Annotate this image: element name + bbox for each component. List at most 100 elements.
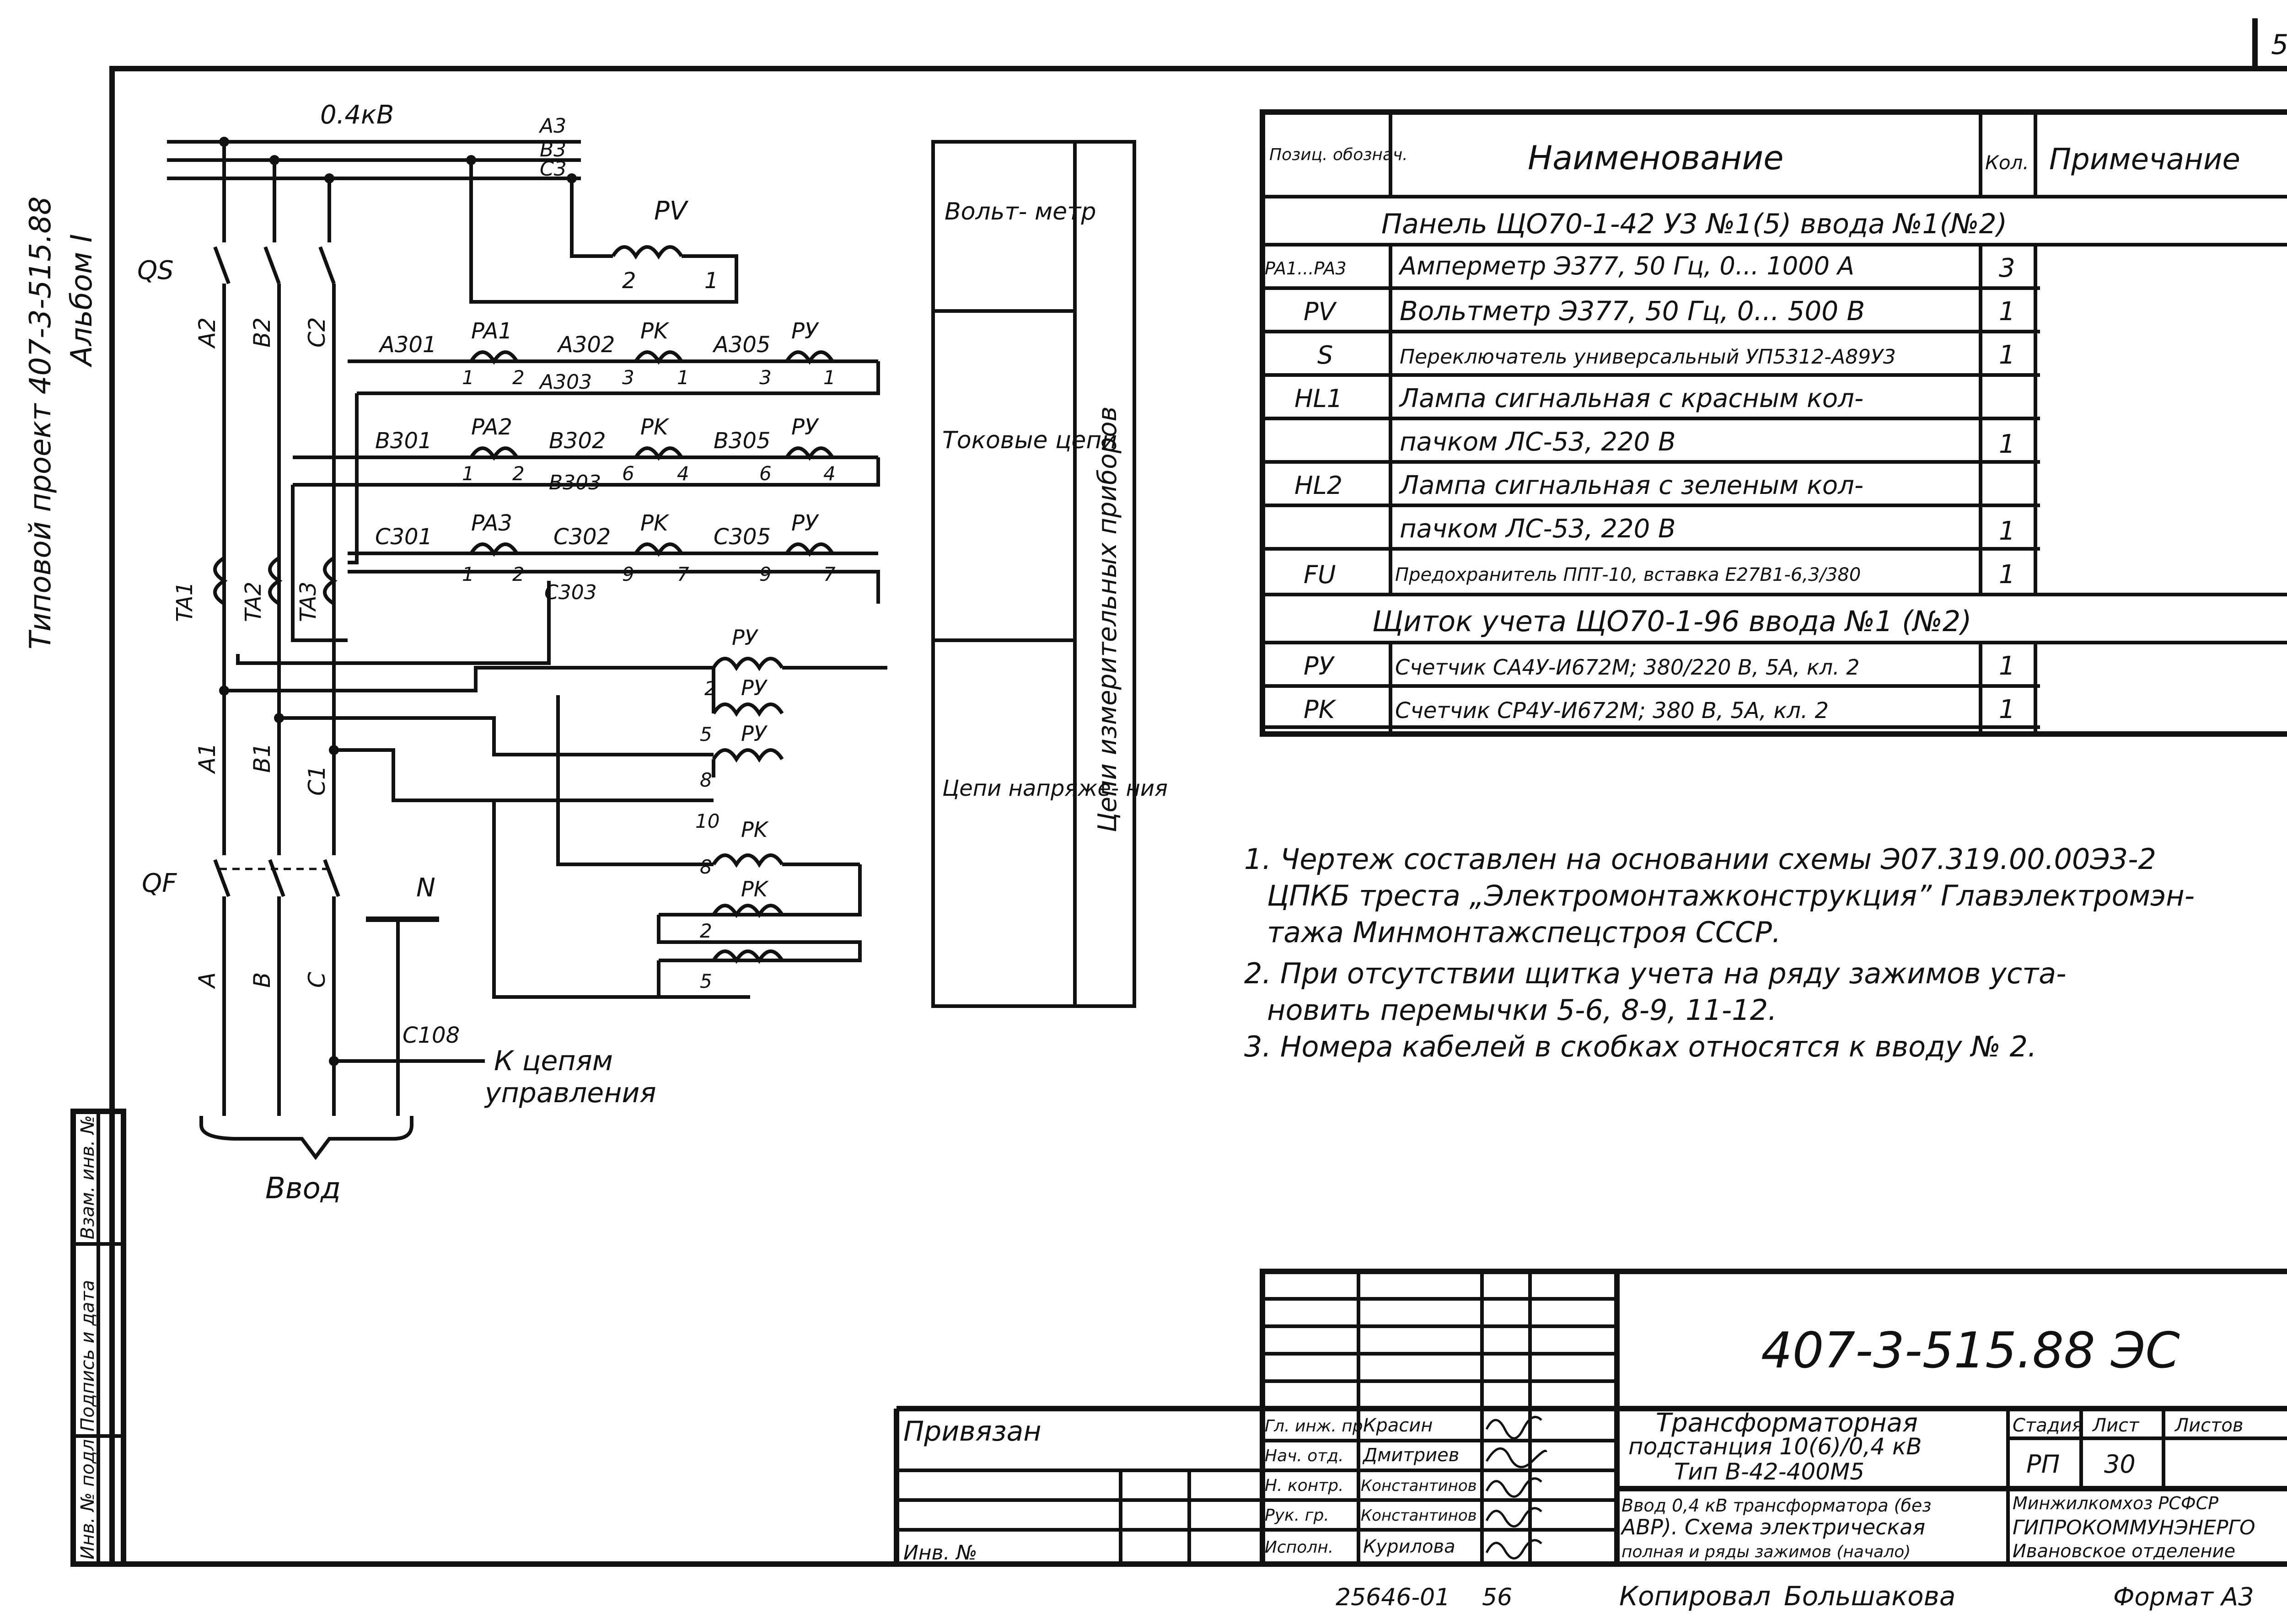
cell-name: Счетчик СА4У-И672М; 380/220 В, 5А, кл. 2 <box>1395 655 1860 680</box>
terminal-number: 9 <box>759 563 772 585</box>
voltage-coil <box>712 702 784 717</box>
voltage-tap-wire <box>279 716 714 756</box>
terminal-number: 2 <box>512 563 525 585</box>
page-number: 55 <box>2271 29 2287 61</box>
coil-terminal: 5 <box>700 723 712 745</box>
ct-secondary-wire <box>357 361 880 395</box>
cell-name: Лампа сигнальная с красным кол- <box>1399 384 1863 413</box>
legend-voltage: Цепи напряже- ния <box>942 776 1168 801</box>
person-name: Дмитриев <box>1362 1445 1459 1466</box>
note-line: 1. Чертеж составлен на основании схемы Э… <box>1244 842 2156 876</box>
section-title: Щиток учета ЩО70-1-96 ввода №1 (№2) <box>1372 605 1971 638</box>
meter-y-coil <box>785 350 834 365</box>
sheet-title-line: АВР). Схема электрическая <box>1620 1515 1925 1539</box>
sheet-value: 30 <box>2104 1450 2136 1479</box>
note-line: 2. При отсутствии щитка учета на ряду за… <box>1244 957 2067 990</box>
meter-k-coil <box>634 350 683 365</box>
voltage-coil <box>712 657 784 671</box>
cell-qty: 1 <box>1999 340 2015 370</box>
title-line: Тип В-42-400М5 <box>1674 1458 1864 1485</box>
cell-qty: 3 <box>1999 253 2015 283</box>
person-name: Курилова <box>1363 1536 1455 1557</box>
neutral-label: N <box>416 873 435 903</box>
cell-pos: PУ <box>1304 652 1335 681</box>
copier-name: Большакова <box>1784 1581 1955 1612</box>
meter-y-coil <box>785 446 834 461</box>
org-line: ГИПРОКОММУНЭНЕРГО <box>2013 1516 2255 1539</box>
archive-number: 25646-01 <box>1336 1584 1450 1611</box>
phase-junction <box>329 1056 339 1066</box>
stage-value: РП <box>2026 1450 2060 1479</box>
terminal-number: 1 <box>823 366 836 389</box>
terminal-number: 6 <box>759 462 772 485</box>
left-stamp-cell: Взам. инв. № <box>77 1115 98 1239</box>
cell-qty: 1 <box>1999 560 2015 590</box>
note-line: 3. Номера кабелей в скобках относятся к … <box>1244 1030 2037 1063</box>
cell-name: Счетчик СР4У-И672М; 380 В, 5А, кл. 2 <box>1395 698 1829 724</box>
org-line: Ивановское отделение <box>2013 1541 2235 1562</box>
cable-mark: B301 <box>375 428 432 454</box>
control-label-2: управления <box>484 1077 656 1109</box>
section-title: Панель ЩО70-1-42 У3 №1(5) ввода №1(№2) <box>1381 208 2007 240</box>
bus-label-b: B3 <box>540 138 566 161</box>
voltmeter-terminal: 1 <box>704 268 719 294</box>
cell-pos: HL2 <box>1294 471 1342 500</box>
left-stamp-cell: Инв. № подл. <box>77 1433 98 1560</box>
stage-header: Стадия <box>2013 1415 2083 1436</box>
drawing-frame <box>109 66 2287 1567</box>
voltage-coil <box>712 853 784 868</box>
ammeter-tag: PA3 <box>471 510 512 536</box>
schematic: 0.4кВ A3 B3 C3 PV 2 1 QS A2 B2 C2 <box>137 100 887 1206</box>
role-label: Рук. гр. <box>1265 1506 1329 1525</box>
table-row: PV Вольтметр Э377, 50 Гц, 0... 500 В 1 <box>1304 295 2015 327</box>
cable-mark: C301 <box>375 524 432 550</box>
table-header-note: Примечание <box>2049 143 2240 177</box>
phase-upper-a: A2 <box>194 317 220 349</box>
voltmeter-terminal: 2 <box>622 268 636 294</box>
ct-secondary-wire <box>293 457 880 487</box>
coil-terminal: 10 <box>695 810 719 832</box>
cell-pos: HL1 <box>1294 384 1342 413</box>
signature <box>1485 1507 1542 1528</box>
copied-label: Копировал <box>1619 1581 1771 1612</box>
phase-upper-c: C2 <box>304 317 330 348</box>
terminal-number: 2 <box>512 366 525 389</box>
ct-label: TA2 <box>241 582 266 622</box>
title-line: подстанция 10(6)/0,4 кВ <box>1628 1433 1922 1460</box>
cable-mark: C303 <box>544 581 597 604</box>
binding-label: Привязан <box>903 1415 1041 1447</box>
voltage-coil <box>712 949 784 964</box>
voltmeter-wire <box>570 178 613 258</box>
cell-name: Лампа сигнальная с зеленым кол- <box>1399 471 1863 500</box>
cell-name: пачком ЛС-53, 220 В <box>1400 427 1676 457</box>
meter-k-coil <box>634 542 683 557</box>
terminal-number: 9 <box>622 563 634 585</box>
phase-upper-b: B2 <box>249 317 275 348</box>
cell-qty: 1 <box>1999 429 2015 459</box>
qf-blade-c <box>323 859 340 897</box>
cable-mark: B303 <box>549 471 601 494</box>
cable-mark: C302 <box>553 524 611 550</box>
input-brace <box>199 1116 413 1160</box>
side-stamp-project: Типовой проект 407-3-515.88 <box>24 196 58 649</box>
org-line: Минжилкомхоз РСФСР <box>2013 1493 2218 1513</box>
terminal-number: 1 <box>462 462 474 485</box>
qs-blade-c <box>318 246 336 284</box>
archive-sheet: 56 <box>1482 1584 1512 1611</box>
voltage-loop-wire <box>492 800 659 999</box>
ammeter-coil <box>469 542 519 557</box>
bus-label-c: C3 <box>540 157 567 181</box>
role-label: Гл. инж. пр. <box>1265 1417 1368 1436</box>
role-label: Н. контр. <box>1265 1476 1344 1495</box>
cell-qty: 1 <box>1999 297 2015 327</box>
coil-tag: PУ <box>741 721 768 746</box>
ct-coil <box>268 556 283 606</box>
role-label: Нач. отд. <box>1265 1447 1344 1465</box>
table-row: PA1...PA3 Амперметр Э377, 50 Гц, 0... 10… <box>1265 252 2015 283</box>
phase-mid-c: C1 <box>304 765 330 796</box>
qf-blade-b <box>268 859 285 897</box>
meter-k-tag: PK <box>640 414 670 440</box>
table-row: HL2 Лампа сигнальная с зеленым кол- <box>1294 471 1863 500</box>
breaker-bottom-label: QF <box>142 868 177 898</box>
circuit-legend: Вольт- метр Токовые цепи Цепи напряже- н… <box>931 140 1168 1008</box>
